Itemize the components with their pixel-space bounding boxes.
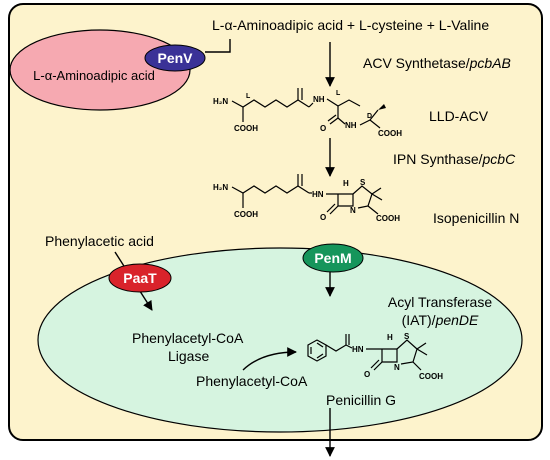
vacuole-label: L-α-Aminoadipic acid (33, 68, 155, 83)
phenylacetic-acid-label: Phenylacetic acid (45, 233, 154, 249)
acv-h2n: H₂N (213, 97, 228, 106)
substrate-aminoadipic: L-α-Aminoadipic acid (212, 17, 343, 33)
acyl-transferase-label-2: (IAT)/penDE (402, 312, 479, 328)
isopenicillin-n-label: Isopenicillin N (433, 210, 519, 226)
penicillin-g-structure: HN H S O N COOH (307, 332, 443, 381)
paat-label: PaaT (123, 270, 157, 286)
phenylacetyl-coa-label: Phenylacetyl-CoA (196, 373, 308, 389)
acv-nh-2: NH (345, 121, 357, 130)
acv-synthetase-label: ACV Synthetase/pcbAB (363, 55, 511, 71)
ipn-synthase-gene: pcbC (482, 151, 517, 167)
ipn-synthase-name: IPN Synthase/ (393, 151, 483, 167)
ligase-label-2: Ligase (168, 348, 209, 364)
pg-s: S (404, 332, 410, 341)
plus-1: + (343, 17, 359, 33)
acyl-transferase-abbrev: (IAT)/ (402, 312, 436, 328)
penv-to-substrate-connector (205, 39, 231, 53)
ipn-h: H (343, 179, 349, 188)
penv-label: PenV (157, 50, 193, 66)
acv-l-2: L (336, 90, 341, 97)
penm-transporter: PenM (302, 243, 364, 273)
substrate-cysteine: L-cysteine (359, 17, 423, 33)
ipn-cooh-2: COOH (376, 214, 400, 223)
pg-o: O (364, 370, 370, 379)
acv-nh-1: NH (313, 95, 325, 104)
pg-cooh: COOH (419, 372, 443, 381)
paat-transporter: PaaT (108, 263, 172, 293)
plus-2: + (423, 17, 439, 33)
acv-l-1: L (246, 93, 251, 100)
isopenicillin-n-structure: H₂N COOH HN O N S H COOH (213, 174, 400, 223)
penm-label: PenM (314, 250, 351, 266)
ipn-cooh-1: COOH (234, 210, 258, 219)
acv-cooh-1: COOH (234, 124, 258, 133)
lld-acv-structure: H₂N COOH L NH L O NH D COOH (213, 88, 402, 138)
lld-acv-label: LLD-ACV (429, 108, 489, 124)
ipn-n: N (350, 206, 356, 215)
arrow-phenylacetyl-coa-curve (242, 347, 297, 371)
pg-h: H (387, 333, 393, 342)
acyl-transferase-gene: penDE (435, 312, 479, 328)
penicillin-g-label: Penicillin G (326, 392, 396, 408)
substrates-line: L-α-Aminoadipic acid + L-cysteine + L-Va… (212, 17, 489, 33)
acv-d: D (367, 113, 372, 120)
ipn-h2n: H₂N (213, 183, 228, 192)
acv-o-1: O (320, 124, 326, 133)
ligase-label-1: Phenylacetyl-CoA (132, 330, 244, 346)
ipn-synthase-label: IPN Synthase/pcbC (393, 151, 516, 167)
vacuole (9, 29, 191, 111)
ipn-s: S (360, 178, 366, 187)
acyl-transferase-label-1: Acyl Transferase (388, 294, 492, 310)
substrate-valine: L-Valine (439, 17, 490, 33)
acv-synthetase-name: ACV Synthetase/ (363, 55, 470, 71)
ipn-hn: HN (312, 190, 324, 199)
peroxisome (37, 247, 523, 433)
acv-cooh-2: COOH (378, 129, 402, 138)
acv-synthetase-gene: pcbAB (469, 55, 511, 71)
pg-n: N (394, 363, 400, 372)
pg-hn: HN (352, 345, 364, 354)
ipn-o: O (320, 213, 326, 222)
penv-transporter: PenV (144, 44, 206, 72)
